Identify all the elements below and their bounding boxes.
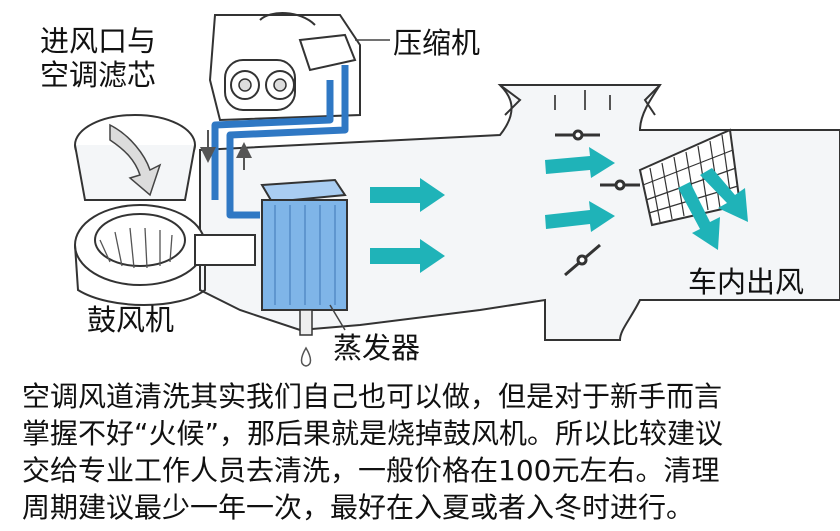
caption-text: 空调风道清洗其实我们自己也可以做，但是对于新手而言 掌握不好“火候”，那后果就是… (22, 378, 832, 526)
label-outlet: 车内出风 (688, 265, 805, 299)
flow-arrows-small (200, 130, 252, 170)
vent-top-left (499, 84, 522, 116)
vent-top-arrows (554, 90, 611, 110)
airflow-arrows (370, 147, 748, 273)
hvac-diagram (74, 12, 840, 367)
vent-top-right (643, 84, 661, 116)
caption-line: 交给专业工作人员去清洗，一般价格在100元左右。清理 (22, 454, 720, 487)
label-intake: 进风口与 空调滤芯 (40, 24, 156, 92)
compressor (208, 12, 361, 122)
leader-lines (329, 39, 390, 331)
caption-line: 空调风道清洗其实我们自己也可以做，但是对于新手而言 (22, 380, 723, 413)
caption-line: 掌握不好“火候”，那后果就是烧掉鼓风机。所以比较建议 (22, 417, 724, 450)
damper-flaps (555, 129, 640, 277)
evaporator (260, 178, 348, 367)
intake-arrow (109, 123, 162, 197)
label-compressor: 压缩机 (393, 26, 481, 60)
label-intake-line1: 进风口与 (40, 24, 157, 58)
label-intake-line2: 空调滤芯 (40, 58, 157, 92)
blower-assembly (74, 114, 256, 306)
label-blower: 鼓风机 (87, 303, 175, 337)
caption-line: 周期建议最少一年一次，最好在入夏或者入冬时进行。 (22, 491, 695, 524)
duct-housing (199, 84, 840, 341)
label-evaporator: 蒸发器 (333, 331, 421, 365)
